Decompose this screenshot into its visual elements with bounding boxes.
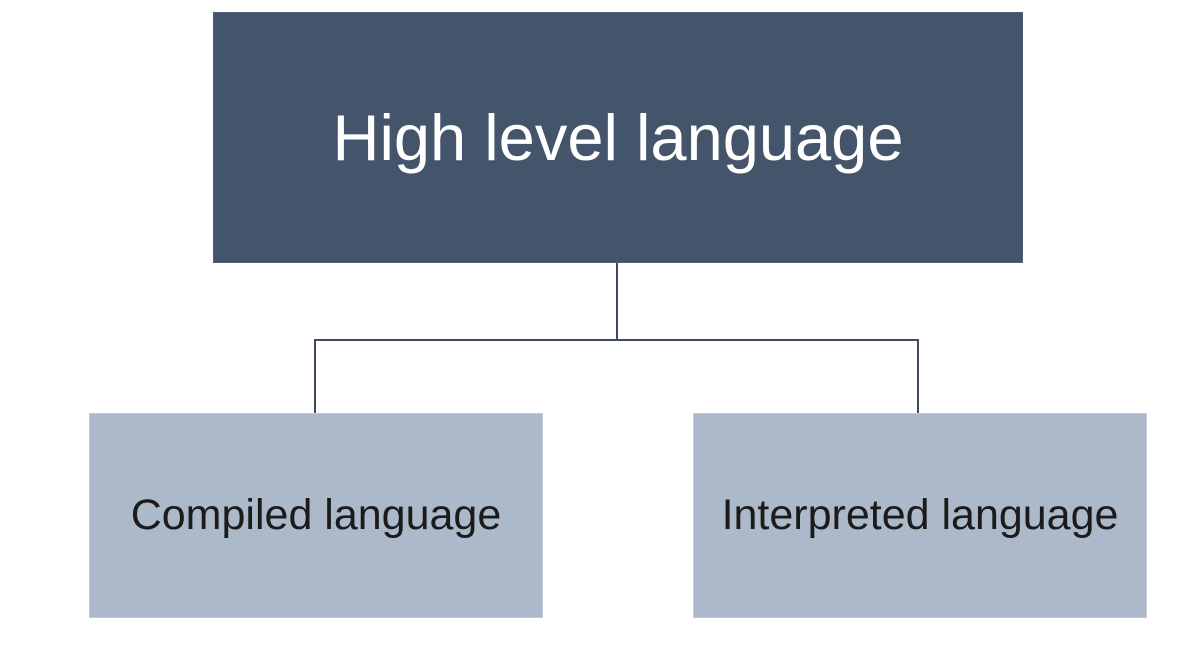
child-node-interpreted-label: Interpreted language — [721, 490, 1119, 539]
child-node-compiled-label: Compiled language — [130, 490, 502, 539]
parent-node-label: High level language — [332, 100, 904, 174]
connector-left-drop — [314, 339, 316, 413]
connector-stem — [616, 263, 618, 341]
connector-crossbar — [314, 339, 919, 341]
connector-right-drop — [917, 339, 919, 413]
child-node-interpreted-language: Interpreted language — [693, 413, 1147, 618]
child-node-compiled-language: Compiled language — [89, 413, 543, 618]
parent-node-high-level-language: High level language — [213, 12, 1023, 263]
